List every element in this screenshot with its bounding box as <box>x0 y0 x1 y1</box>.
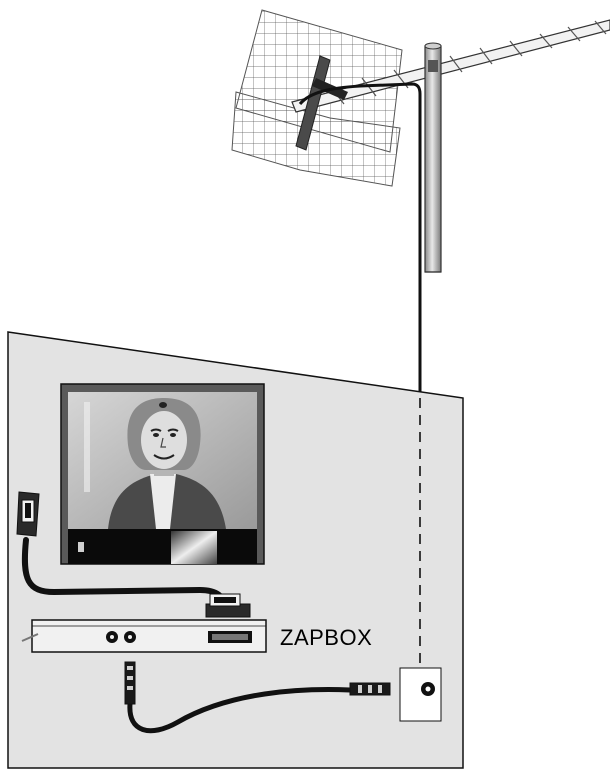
antenna <box>231 9 610 273</box>
coax-plug-decoder <box>124 661 136 705</box>
tv-glare-panel <box>171 531 217 564</box>
tv-presenter-image <box>108 398 226 529</box>
scart-plug-tv <box>16 491 40 537</box>
coax-plug-wall <box>349 682 391 696</box>
antenna-boom <box>291 19 610 113</box>
zapbox-label: ZAPBOX <box>280 625 372 650</box>
antenna-coax-cable <box>298 82 422 398</box>
tv-power-button <box>78 542 84 552</box>
decoder-rf-sockets <box>106 631 136 643</box>
decoder-scart-socket <box>208 631 252 643</box>
television <box>60 383 265 565</box>
antenna-reflector-lower <box>231 91 401 187</box>
tv-base <box>68 529 257 564</box>
zapbox-decoder: ZAPBOX <box>21 619 372 653</box>
scart-plug-decoder <box>205 593 251 618</box>
decoder-power-cord <box>21 633 39 642</box>
antenna-wall-socket <box>399 667 442 722</box>
antenna-mast <box>424 42 442 273</box>
coax-cable <box>127 687 353 734</box>
mast-clamp <box>428 60 438 72</box>
